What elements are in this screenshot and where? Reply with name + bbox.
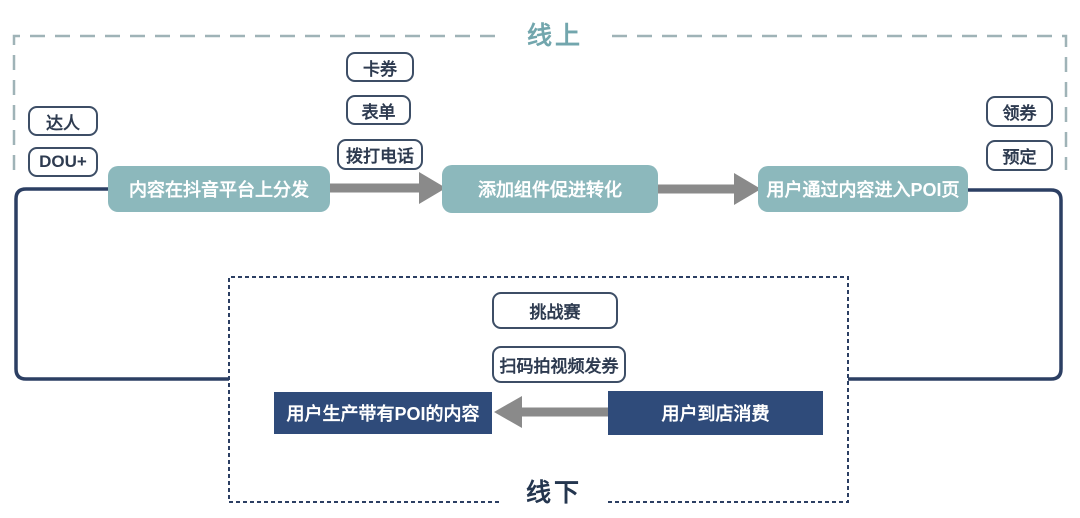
online-zone-border-left: [12, 34, 498, 170]
tag-coupon-card: 卡券: [346, 52, 414, 82]
online-zone-label: 线上: [500, 17, 610, 51]
step-in-store-consume: 用户到店消费: [608, 391, 823, 435]
arrow-consume-to-produce: [494, 396, 608, 428]
step-content-distribution: 内容在抖音平台上分发: [108, 166, 330, 212]
tag-get-coupon: 领券: [986, 96, 1053, 127]
tag-challenge: 挑战赛: [492, 292, 618, 329]
tag-scan-video-coupon: 扫码拍视频发券: [492, 346, 626, 383]
arrow-step1-to-step2: [330, 172, 446, 204]
tag-dou-plus: DOU+: [28, 147, 98, 177]
arrow-step2-to-step3: [658, 173, 761, 205]
tag-reserve: 预定: [986, 140, 1053, 171]
step-produce-poi-content: 用户生产带有POI的内容: [274, 392, 492, 434]
online-zone-border-right: [612, 34, 1068, 170]
connector-left-loop: [14, 187, 229, 381]
tag-influencer: 达人: [28, 106, 98, 136]
tag-phone-call: 拨打电话: [337, 139, 423, 170]
tag-form: 表单: [346, 95, 411, 125]
connector-right-loop: [848, 188, 1063, 381]
step-add-components: 添加组件促进转化: [442, 165, 658, 213]
offline-zone-border: [228, 276, 849, 503]
offline-zone-label: 线下: [502, 474, 606, 508]
step-enter-poi-page: 用户通过内容进入POI页: [758, 166, 968, 212]
